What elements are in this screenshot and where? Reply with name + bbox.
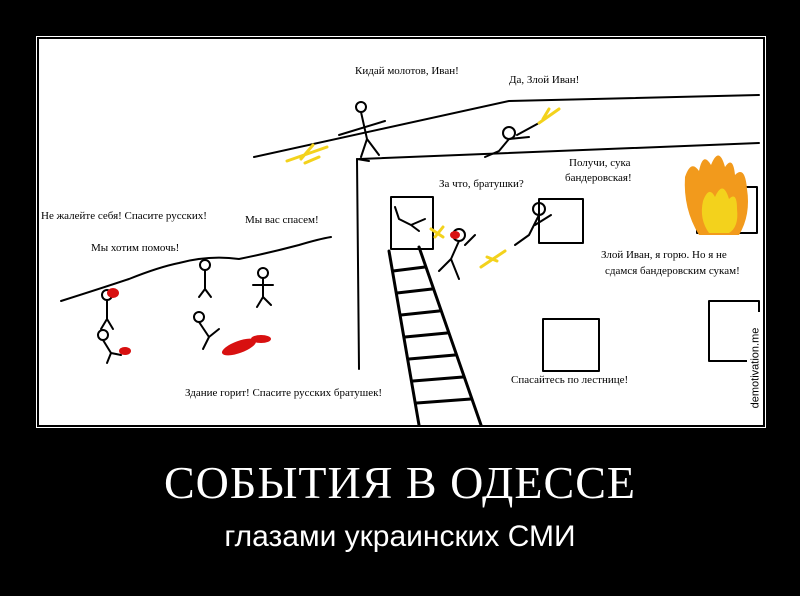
watermark-label: demotivation.me xyxy=(747,312,763,424)
building-roof xyxy=(253,94,760,158)
roof-soldier-right xyxy=(484,122,540,158)
window-bottom-mid xyxy=(542,318,600,372)
window-ladder xyxy=(390,196,434,250)
poster-frame xyxy=(36,36,766,428)
window-figure-left xyxy=(394,206,426,232)
caption-take-that-line1: Получи, сука xyxy=(569,157,631,169)
caption-take-that-line2: бандеровская! xyxy=(565,172,632,184)
person-5 xyxy=(97,329,122,364)
poster-title: СОБЫТИЯ В ОДЕССЕ xyxy=(164,457,636,508)
fire-in-window xyxy=(684,155,748,235)
window-figure-right xyxy=(514,202,552,246)
window-right xyxy=(538,198,584,244)
caption-dont-spare: Не жалейте себя! Спасите русских! xyxy=(41,210,207,222)
ladder xyxy=(387,245,483,425)
building-wall-left xyxy=(356,158,360,370)
cartoon-drawing xyxy=(60,94,760,425)
caption-yes-evil-ivan: Да, Злой Иван! xyxy=(509,74,580,86)
caption-throw-molotov: Кидай молотов, Иван! xyxy=(355,65,459,77)
watermark-text: demotivation.me xyxy=(749,327,761,409)
caption-building-burning: Здание горит! Спасите русских братушек! xyxy=(185,387,383,399)
caption-want-help: Мы хотим помочь! xyxy=(91,242,180,254)
muzzle-flashes xyxy=(285,107,561,269)
person-3 xyxy=(252,267,274,308)
caption-burning-line2: сдамся бандеровским сукам! xyxy=(605,265,740,277)
poster-subtitle: глазами украинских СМИ xyxy=(224,520,576,553)
caption-ladder: Спасайтесь по лестнице! xyxy=(511,374,629,386)
blood-marks xyxy=(107,231,460,356)
building-top-line xyxy=(356,158,370,162)
cartoon-picture: Кидай молотов, Иван! Да, Злой Иван! За ч… xyxy=(39,39,763,425)
roof-soldier-left xyxy=(338,101,386,158)
person-4 xyxy=(193,311,220,350)
crowd-line xyxy=(60,236,332,302)
building-roof-edge xyxy=(358,142,760,160)
caption-burning-line1: Злой Иван, я горю. Но я не xyxy=(601,249,727,261)
caption-we-save-you: Мы вас спасем! xyxy=(245,214,319,226)
person-2 xyxy=(198,259,212,298)
caption-why-brothers: За что, братушки? xyxy=(439,178,524,190)
